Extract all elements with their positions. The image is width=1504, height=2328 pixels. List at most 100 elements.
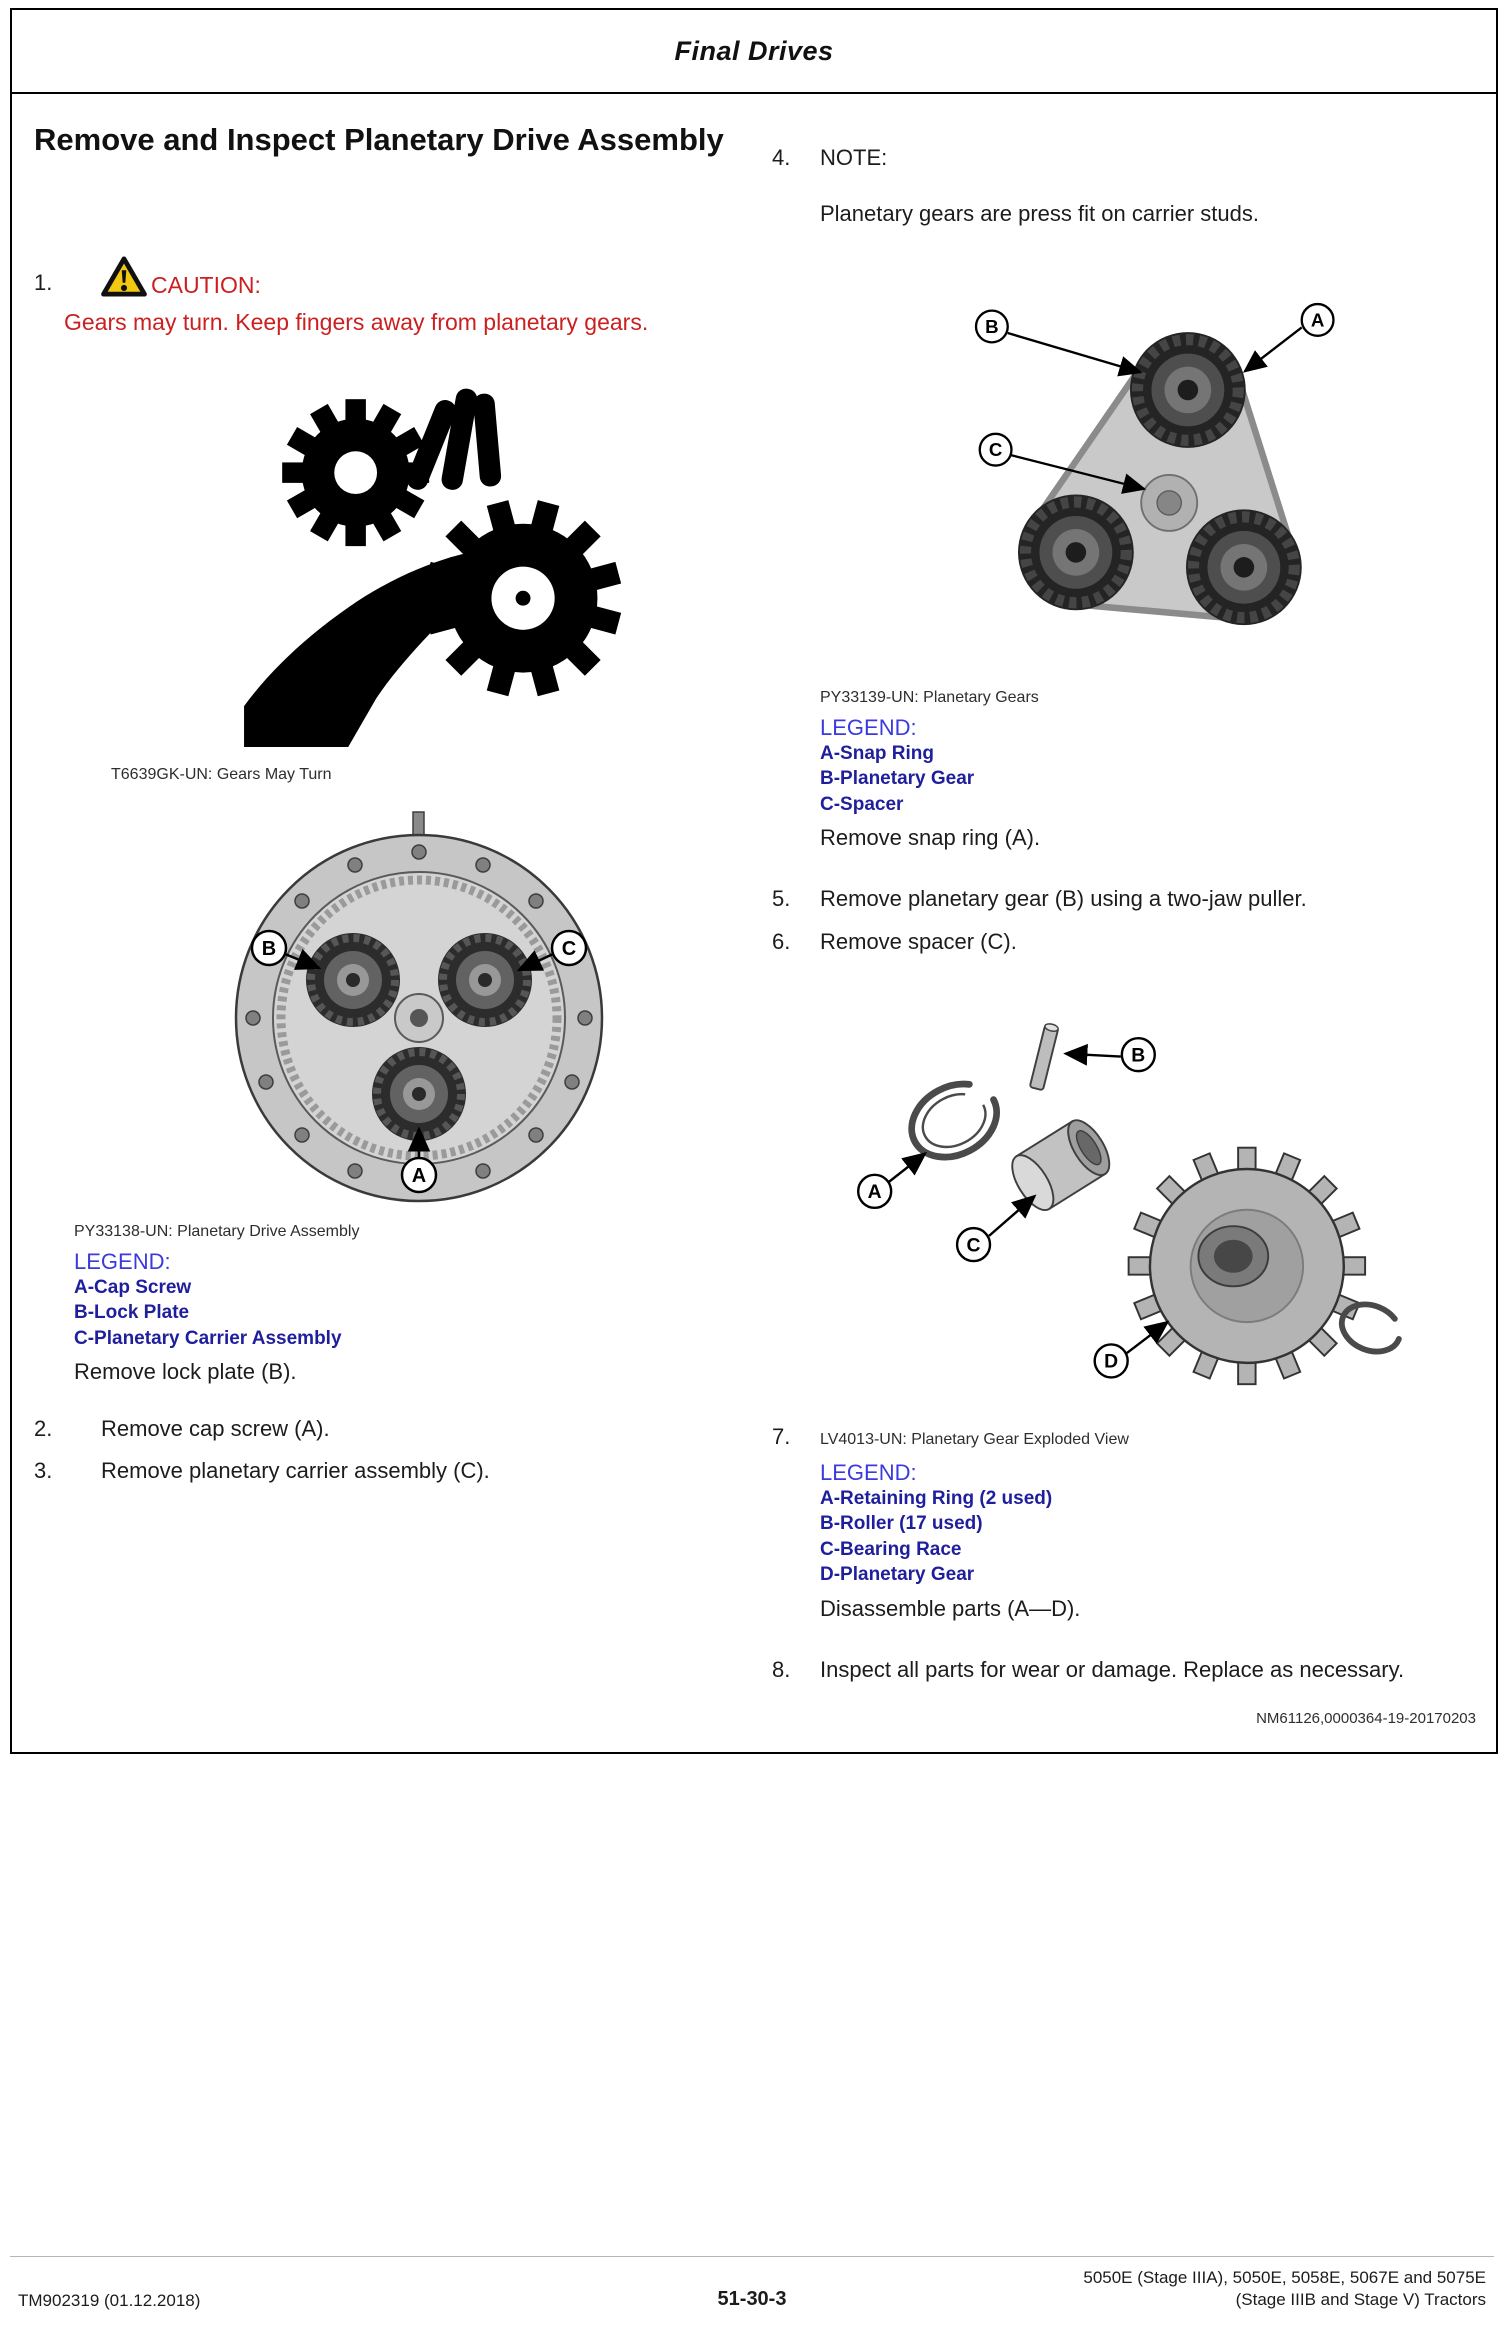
planetary-drive-assembly-illustration: B C A: [234, 811, 604, 1203]
section-title: Remove and Inspect Planetary Drive Assem…: [34, 122, 724, 157]
legend-after-text: Remove lock plate (B).: [74, 1359, 297, 1385]
legend-item: A-Snap Ring: [820, 742, 934, 764]
caution-heading: CAUTION:: [101, 256, 261, 297]
svg-text:C: C: [562, 938, 576, 960]
figure-planetary-gears: B A C: [934, 289, 1480, 677]
callout-a: A: [856, 1173, 893, 1210]
legend-item: B-Roller (17 used): [820, 1513, 983, 1535]
planet-gear-bottom: [372, 1047, 466, 1142]
retaining-ring-1: [908, 1080, 1001, 1161]
svg-text:A: A: [868, 1181, 882, 1203]
manual-page: Final Drives Remove and Inspect Planetar…: [10, 8, 1498, 1754]
legend-item: A-Retaining Ring (2 used): [820, 1487, 1053, 1509]
figure-exploded-view: A B C D: [828, 1012, 1480, 1395]
footer-model-line2: (Stage IIIB and Stage V) Tractors: [1235, 2290, 1486, 2310]
legend-planetary-gears: LEGEND: A-Snap Ring B-Planetary Gear C-S…: [820, 715, 1480, 851]
legend-after-text: Remove snap ring (A).: [820, 824, 1041, 850]
legend-item: C-Spacer: [820, 793, 904, 815]
planetary-gear: [1127, 1146, 1367, 1386]
figure-planetary-drive-assembly: B C A: [219, 808, 744, 1213]
legend-title: LEGEND:: [820, 1459, 917, 1485]
figure-caption: LV4013-UN: Planetary Gear Exploded View: [820, 1431, 1129, 1449]
planetary-gear-bottom-left: [1018, 494, 1134, 610]
figure-caption: T6639GK-UN: Gears May Turn: [111, 766, 332, 784]
svg-text:D: D: [1104, 1351, 1118, 1373]
callout-lines: [888, 1044, 1170, 1355]
note-label: NOTE:: [820, 145, 888, 170]
step-1: 1. CAUTION:: [34, 256, 744, 297]
legend-exploded-view: LEGEND: A-Retaining Ring (2 used) B-Roll…: [820, 1460, 1480, 1622]
step-number: 3.: [34, 1457, 53, 1483]
callout-b: B: [250, 929, 288, 967]
step-4: 4. NOTE:: [772, 144, 1480, 173]
callout-lines: [284, 949, 554, 1158]
step-text: Remove spacer (C).: [820, 928, 1017, 954]
legend-item: C-Bearing Race: [820, 1538, 962, 1560]
svg-text:B: B: [1131, 1045, 1145, 1067]
step-number: 2.: [34, 1416, 53, 1442]
legend-item: A-Cap Screw: [74, 1277, 192, 1299]
callout-c: C: [550, 929, 588, 967]
planetary-gears-illustration: B A C: [974, 302, 1335, 625]
callout-a: A: [1300, 302, 1335, 337]
two-column-layout: Remove and Inspect Planetary Drive Assem…: [12, 94, 1496, 1752]
document-code: NM61126,0000364-19-20170203: [1256, 1710, 1476, 1728]
warning-triangle-icon: [101, 256, 147, 297]
svg-text:A: A: [412, 1165, 426, 1187]
step-8: 8. Inspect all parts for wear or damage.…: [772, 1656, 1480, 1685]
legend-planetary-drive: LEGEND: A-Cap Screw B-Lock Plate C-Plane…: [74, 1249, 744, 1385]
svg-text:A: A: [1311, 309, 1324, 330]
step-5: 5. Remove planetary gear (B) using a two…: [772, 885, 1480, 914]
page-footer: TM902319 (01.12.2018) 51-30-3 5050E (Sta…: [10, 2256, 1494, 2311]
svg-text:B: B: [262, 938, 276, 960]
step-number: 6.: [772, 928, 791, 954]
legend-item: C-Planetary Carrier Assembly: [74, 1327, 342, 1349]
step-number: 5.: [772, 885, 791, 911]
step-text: Remove cap screw (A).: [101, 1416, 330, 1442]
planetary-gear-top: [1130, 331, 1246, 448]
planet-gear-right: [438, 933, 532, 1028]
legend-title: LEGEND:: [74, 1249, 171, 1275]
arm-silhouette: [244, 549, 495, 748]
footer-doc-number: TM902319 (01.12.2018): [18, 2291, 201, 2311]
figure-caption: PY33138-UN: Planetary Drive Assembly: [74, 1223, 360, 1241]
gears-may-turn-illustration: [244, 388, 622, 748]
step-7: 7. LV4013-UN: Planetary Gear Exploded Vi…: [772, 1423, 1480, 1452]
retaining-ring-2: [1338, 1301, 1403, 1355]
figure-gears-may-turn: [244, 375, 744, 752]
step-number: 1.: [34, 269, 53, 295]
svg-text:B: B: [985, 316, 998, 337]
step-number: 8.: [772, 1656, 791, 1682]
right-column: 4. NOTE: Planetary gears are press fit o…: [772, 94, 1480, 1727]
legend-item: B-Lock Plate: [74, 1302, 190, 1324]
step-text: Remove planetary carrier assembly (C).: [101, 1457, 490, 1483]
left-column: Remove and Inspect Planetary Drive Assem…: [34, 94, 744, 1486]
callout-b: B: [974, 309, 1009, 344]
step-number: 7.: [772, 1424, 791, 1450]
legend-title: LEGEND:: [820, 714, 917, 740]
callout-b: B: [1120, 1037, 1156, 1073]
planet-gear-left: [306, 933, 400, 1028]
callout-c: C: [955, 1227, 992, 1263]
footer-page-number: 51-30-3: [717, 2288, 787, 2311]
svg-text:C: C: [989, 439, 1002, 460]
caution-text: Gears may turn. Keep fingers away from p…: [64, 309, 649, 336]
figure-caption: PY33139-UN: Planetary Gears: [820, 688, 1039, 706]
step-6: 6. Remove spacer (C).: [772, 928, 1480, 957]
callout-lines: [1007, 326, 1303, 494]
legend-item: D-Planetary Gear: [820, 1564, 975, 1586]
step-text: Remove planetary gear (B) using a two-ja…: [820, 885, 1307, 911]
legend-item: B-Planetary Gear: [820, 768, 975, 790]
callout-a: A: [400, 1156, 438, 1194]
step-2: 2. Remove cap screw (A).: [34, 1415, 744, 1444]
footer-model-line1: 5050E (Stage IIIA), 5050E, 5058E, 5067E …: [1083, 2268, 1486, 2287]
planetary-gear-bottom-right: [1186, 509, 1302, 625]
step-text: Inspect all parts for wear or damage. Re…: [820, 1656, 1405, 1682]
running-header-title: Final Drives: [674, 35, 834, 66]
callout-d: D: [1093, 1343, 1129, 1379]
note-text: Planetary gears are press fit on carrier…: [820, 200, 1259, 226]
svg-text:C: C: [967, 1235, 981, 1257]
step-number: 4.: [772, 145, 791, 170]
step-3: 3. Remove planetary carrier assembly (C)…: [34, 1457, 744, 1486]
callout-c: C: [978, 432, 1013, 467]
